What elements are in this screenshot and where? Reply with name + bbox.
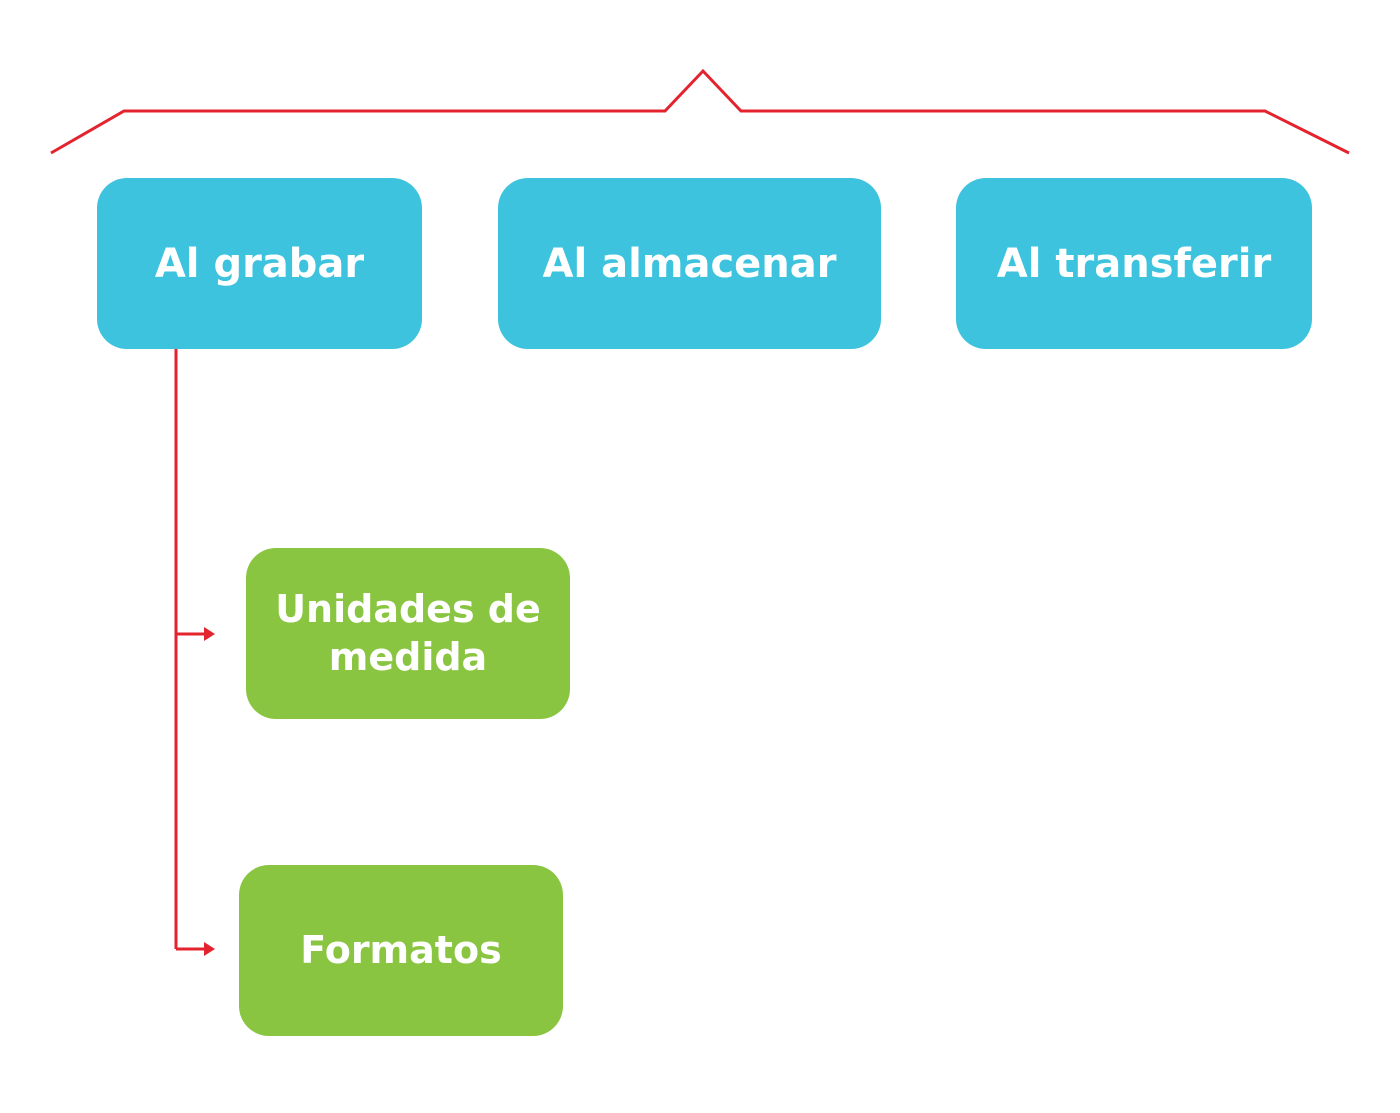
top-brace-connector [50,68,1350,155]
node-unidades-de-medida: Unidades de medida [246,548,570,719]
node-al-almacenar-label: Al almacenar [542,240,837,287]
arrowhead-formatos [204,942,215,956]
node-al-grabar: Al grabar [97,178,422,349]
node-unidades-de-medida-label: Unidades de medida [275,587,541,679]
node-al-transferir-label: Al transferir [996,240,1272,287]
node-formatos-label: Formatos [300,927,502,972]
node-al-almacenar: Al almacenar [498,178,881,349]
arrowhead-unidades [204,627,215,641]
node-al-transferir: Al transferir [956,178,1312,349]
node-formatos: Formatos [239,865,563,1036]
node-al-grabar-label: Al grabar [154,240,365,287]
